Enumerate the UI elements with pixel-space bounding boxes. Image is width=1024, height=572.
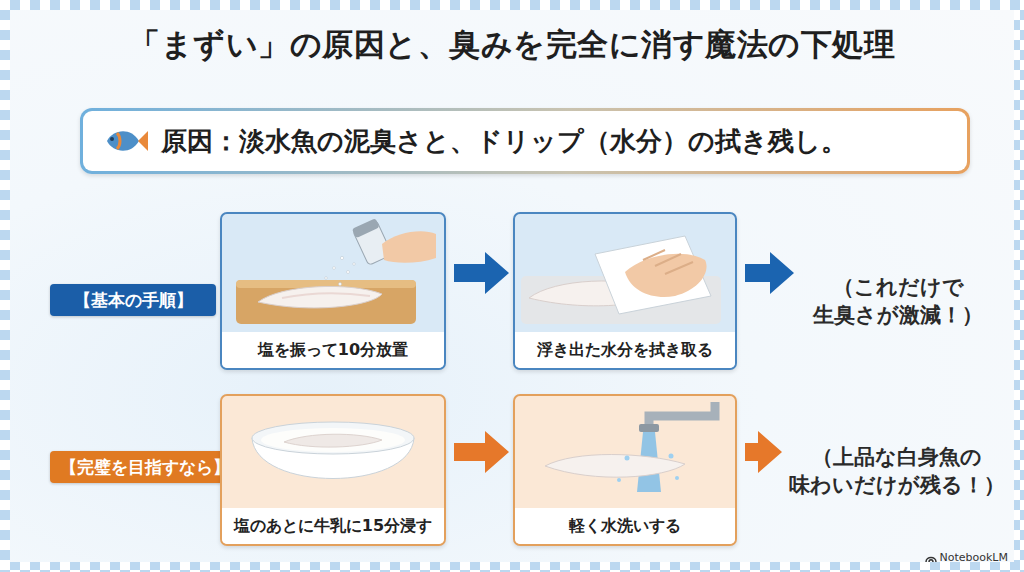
faucet-tip [639, 424, 659, 432]
caption-strip: 軽く水洗いする [515, 508, 735, 544]
section-tag: 【基本の手順】 [50, 284, 216, 316]
fish-fillet [258, 286, 382, 307]
result-text: （これだけで 生臭さが激減！） [798, 273, 998, 330]
watermark-icon-stroke [926, 557, 936, 562]
cause-text: 原因：淡水魚の泥臭さと、ドリップ（水分）の拭き残し。 [161, 124, 847, 159]
faucet [649, 402, 715, 426]
rinse-illustration [515, 396, 735, 510]
section-tag: 【完璧を目指すなら】 [50, 451, 240, 483]
step-caption: 塩を振って10分放置 [258, 340, 408, 361]
cutting-board [236, 280, 416, 324]
hand [382, 231, 436, 263]
caption-strip: 塩のあとに牛乳に15分浸す [222, 508, 444, 544]
watermark-text: NotebookLM [940, 551, 1008, 564]
result-note: （これだけで 生臭さが激減！） [798, 268, 998, 334]
result-note: （上品な白身魚の 味わいだけが残る！） [786, 438, 1008, 504]
flow-arrow [745, 431, 782, 473]
fillet-line [282, 293, 370, 298]
fish-stripe [117, 133, 120, 149]
milk [261, 428, 405, 452]
step-panel: 軽く水洗いする [513, 394, 737, 546]
section-label: 【基本の手順】 [74, 289, 193, 312]
water-drops [617, 454, 679, 483]
diagram-title: 「まずい」の原因と、臭みを完全に消す魔法の下処理 [0, 24, 1024, 66]
fish-fillet [545, 455, 685, 478]
caption-strip: 塩を振って10分放置 [222, 332, 444, 368]
step-caption: 浮き出た水分を拭き取る [537, 340, 713, 361]
fish-tail [138, 131, 148, 151]
step-panel: 浮き出た水分を拭き取る [513, 212, 737, 370]
fish-icon [103, 125, 149, 157]
milk-bowl-illustration [222, 396, 444, 510]
fish-fillet [284, 434, 382, 447]
step-panel: 塩のあとに牛乳に15分浸す [220, 394, 446, 546]
watermark-icon [925, 553, 937, 563]
fish-eye [110, 137, 114, 141]
wipe-illustration [515, 214, 735, 332]
result-text: （上品な白身魚の 味わいだけが残る！） [786, 443, 1008, 500]
fish-body [107, 131, 139, 151]
flow-arrow [745, 252, 794, 294]
watermark: NotebookLM [925, 551, 1008, 564]
cause-band: 原因：淡水魚の泥臭さと、ドリップ（水分）の拭き残し。 [80, 108, 970, 174]
salt-illustration [222, 214, 444, 332]
section-label: 【完璧を目指すなら】 [60, 456, 230, 479]
step-panel: 塩を振って10分放置 [220, 212, 446, 370]
step-caption: 軽く水洗いする [569, 516, 681, 537]
flow-arrow [454, 252, 509, 294]
paper-towel [595, 236, 711, 314]
caption-strip: 浮き出た水分を拭き取る [515, 332, 735, 368]
step-caption: 塩のあとに牛乳に15分浸す [234, 516, 432, 537]
flow-arrow [454, 431, 509, 473]
salt-grains [325, 256, 356, 285]
bowl-rim [252, 422, 414, 454]
finger-lines [643, 250, 693, 274]
